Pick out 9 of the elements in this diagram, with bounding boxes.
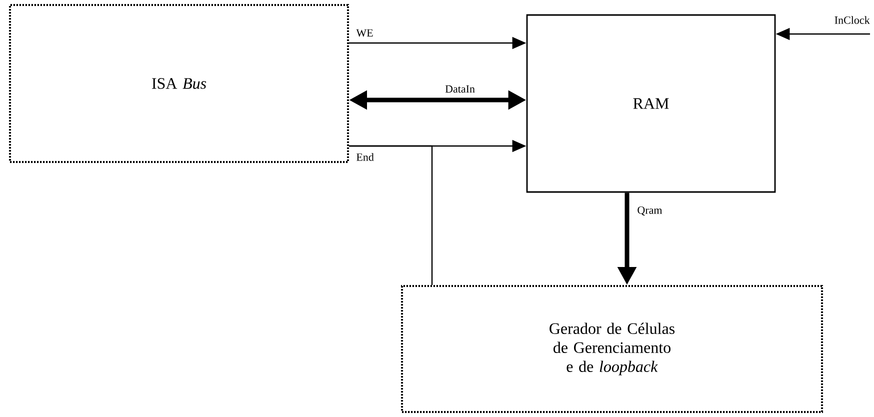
signal-label: End — [355, 152, 375, 162]
bus-line — [349, 145, 433, 285]
signal-label: WE — [355, 28, 374, 38]
signal-label: Qram — [636, 205, 664, 217]
memory-box: RAM — [526, 14, 776, 193]
generator-box: Gerador de Células de Gerenciamento e de loopback — [401, 285, 824, 413]
bus-box: ISA Bus — [9, 4, 349, 163]
signal-label: InClock — [833, 15, 871, 25]
signal-label: DataIn — [444, 84, 476, 94]
